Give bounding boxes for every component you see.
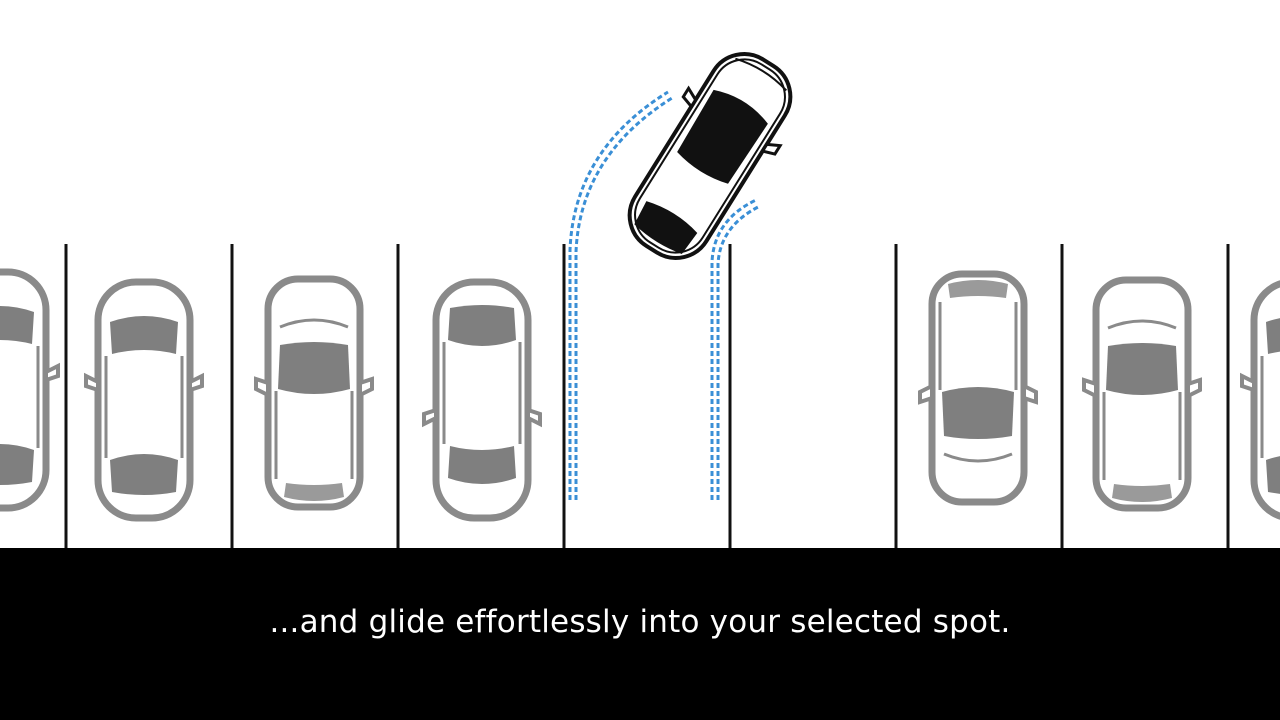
parked-car-icon (424, 282, 540, 518)
parking-stall-lines (64, 244, 1230, 548)
parked-car-icon (1242, 282, 1280, 518)
caption-bar (0, 548, 1280, 720)
caption-text: ...and glide effortlessly into your sele… (269, 604, 1011, 640)
parked-car-icon (256, 279, 372, 507)
parked-car-icon (1084, 280, 1200, 508)
moving-car-icon (627, 52, 793, 260)
parking-guide-path (568, 90, 761, 500)
parking-lot-scene (0, 52, 1280, 548)
parked-car-icon (0, 272, 58, 508)
parked-car-icon (920, 274, 1036, 502)
parked-car-icon (86, 282, 202, 518)
